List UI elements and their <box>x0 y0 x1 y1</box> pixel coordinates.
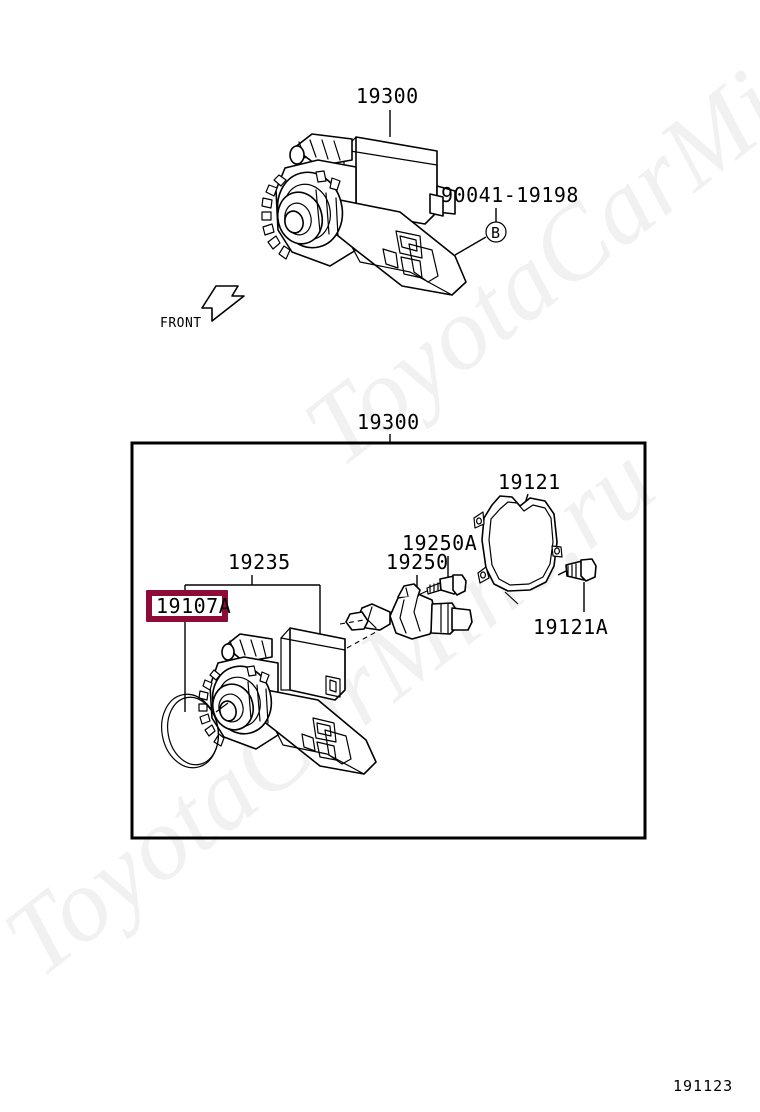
part-19121a-bolt: 19121A <box>533 558 608 639</box>
starter-unit-top <box>261 133 467 296</box>
drawing-number: 191123 <box>673 1077 733 1095</box>
detail-box-content: 19121 <box>161 470 608 775</box>
label-19121: 19121 <box>498 470 561 494</box>
pinion-gear-detail <box>198 665 273 747</box>
leader-19121a-tip <box>557 570 567 576</box>
top-assembly: 19300 <box>261 84 579 296</box>
label-19300-box: 19300 <box>357 410 420 434</box>
part-19107a-oring <box>161 693 229 769</box>
callout-circle-b <box>485 221 507 243</box>
starter-unit-detail <box>198 621 395 775</box>
highlight-fill <box>152 596 222 616</box>
callout-letter-b: B <box>491 224 500 242</box>
part-19121-cover: 19121 <box>473 470 563 605</box>
front-arrow-icon <box>201 285 245 322</box>
label-19250: 19250 <box>386 550 449 574</box>
leader-b-to-part <box>454 236 487 256</box>
front-label: FRONT <box>160 316 202 331</box>
highlight-19107a[interactable]: 19107A <box>146 590 231 622</box>
pinion-gear-top <box>261 170 344 260</box>
part-19250-sensor: 19250 <box>339 550 473 640</box>
detail-box-title-group: 19300 <box>357 410 420 443</box>
highlight-part-number: 19107A <box>156 594 231 618</box>
label-group-19235: 19235 <box>184 550 321 645</box>
watermark-text: ToyotaCarMine.ru <box>0 422 676 999</box>
detail-box-frame <box>130 441 647 840</box>
label-90041-19198: 90041-19198 <box>441 183 579 207</box>
label-19250a: 19250A <box>402 531 477 555</box>
label-19235: 19235 <box>228 550 291 574</box>
label-19300-top: 19300 <box>356 84 419 108</box>
leader-oring-to-body <box>215 702 229 713</box>
part-19250a-bolt: 19250A <box>402 531 477 598</box>
front-orientation-indicator: FRONT <box>160 285 245 331</box>
label-19121a: 19121A <box>533 615 608 639</box>
